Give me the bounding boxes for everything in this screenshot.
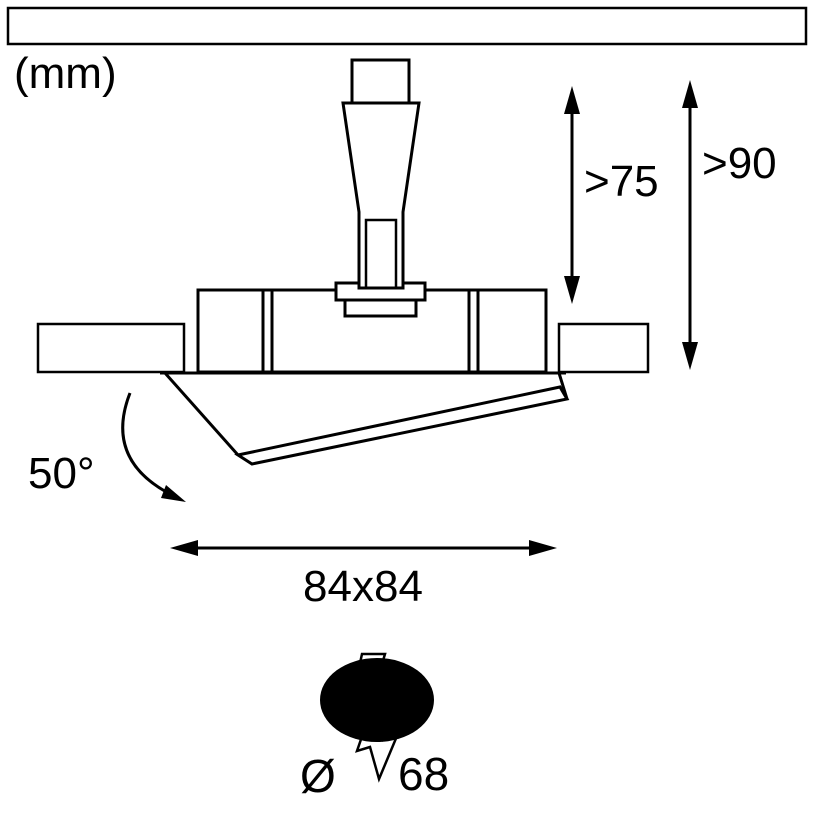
arrow-up-icon: [682, 80, 698, 108]
tilted-lamp-plate: [234, 385, 570, 466]
overall-depth-dimension: >90: [682, 80, 777, 370]
tilt-angle-label: 50°: [28, 449, 95, 498]
footprint-dimension: 84x84: [170, 540, 557, 611]
lightning-bolt-icon: [351, 652, 400, 783]
connector-mount-lower: [343, 298, 418, 318]
recess-depth-label: >75: [584, 157, 659, 206]
cutout-diameter-value: 68: [398, 748, 449, 800]
ceiling-cross-section: [6, 6, 808, 46]
overall-depth-label: >90: [702, 139, 777, 188]
ceiling-cutout-hole: [320, 658, 434, 742]
diameter-symbol: Ø: [300, 750, 336, 802]
connector-plug: [350, 58, 411, 105]
arrow-down-icon: [682, 342, 698, 370]
footprint-label: 84x84: [303, 562, 423, 611]
arrow-right-icon: [529, 540, 557, 556]
cutout-dimension: Ø 68: [300, 652, 449, 802]
arrow-left-icon: [170, 540, 198, 556]
plug-inner-detail: [364, 218, 398, 290]
right-ceiling-flange: [557, 322, 650, 374]
tilt-angle-arc: [121, 392, 177, 499]
mounting-clamp-right: [467, 291, 480, 371]
fixture-drawing: [36, 58, 650, 466]
mounting-clamp-left: [261, 291, 274, 371]
arrow-up-icon: [564, 86, 580, 114]
tilt-frame-line-left: [163, 372, 240, 456]
left-ceiling-flange: [36, 322, 186, 374]
arrow-down-icon: [564, 276, 580, 304]
curved-arrow-icon: [161, 485, 186, 502]
unit-label: (mm): [14, 49, 117, 98]
tilt-angle-dimension: 50°: [28, 392, 186, 502]
cable-gland: [341, 101, 421, 290]
recess-depth-dimension: >75: [564, 86, 659, 304]
